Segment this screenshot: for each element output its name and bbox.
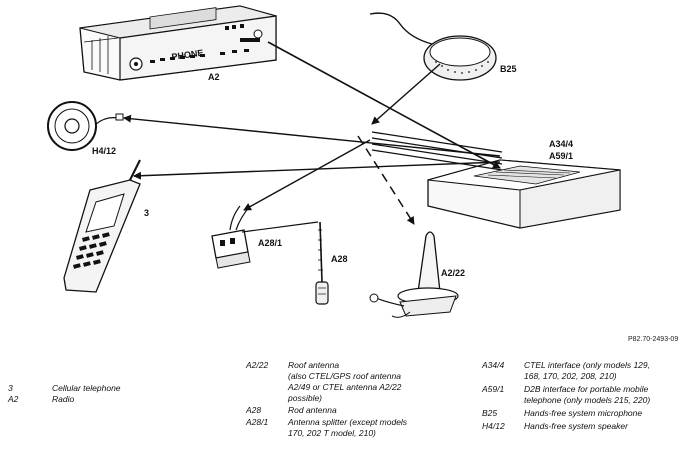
label-b25: B25 (500, 64, 517, 74)
label-a2-22: A2/22 (441, 268, 465, 278)
microphone (369, 12, 497, 81)
legend-item: B25 Hands-free system microphone (482, 408, 694, 419)
cellular-telephone (63, 159, 141, 293)
legend-desc: Antenna splitter (except models 170, 202… (288, 417, 408, 438)
legend-item: 3 Cellular telephone (8, 383, 228, 394)
legend-code: H4/12 (482, 421, 505, 431)
label-a59-1: A59/1 (549, 151, 573, 161)
label-a28-1: A28/1 (258, 238, 282, 248)
legend-desc: Hands-free system speaker (524, 421, 628, 431)
legend-code: A2 (8, 394, 19, 404)
legend-code: B25 (482, 408, 498, 418)
legend-desc: Radio (52, 394, 75, 404)
legend-desc: Roof antenna (also CTEL/GPS roof antenna… (288, 360, 402, 403)
legend-code: A2/22 (246, 360, 269, 370)
roof-antenna (369, 231, 459, 318)
legend-col-3: A34/4 CTEL interface (only models 129, 1… (482, 360, 694, 432)
legend-item: A2 Radio (8, 394, 228, 405)
radio-phone-text: PHONE (171, 48, 204, 62)
legend-item: A59/1 D2B interface for portable mobile … (482, 384, 694, 406)
reference-code: P82.70-2493-09 (628, 336, 679, 343)
legend-item: H4/12 Hands-free system speaker (482, 421, 694, 432)
label-a28: A28 (331, 254, 348, 264)
legend-code: 3 (8, 383, 13, 393)
legend-desc: Rod antenna (288, 405, 337, 415)
legend-desc: Cellular telephone (52, 383, 121, 393)
legend-desc: CTEL interface (only models 129, 168, 17… (524, 360, 650, 381)
legend-desc: Hands-free system microphone (524, 408, 643, 418)
legend-desc: D2B interface for portable mobile teleph… (524, 384, 651, 405)
radio-unit: PHONE (79, 5, 277, 81)
legend-code: A59/1 (482, 384, 505, 394)
legend-code: A28/1 (246, 417, 269, 427)
legend-col-2: A2/22 Roof antenna (also CTEL/GPS roof a… (246, 360, 456, 439)
rod-antenna (315, 221, 329, 305)
legend-item: A28 Rod antenna (246, 405, 456, 416)
legend-item: A34/4 CTEL interface (only models 129, 1… (482, 360, 694, 382)
label-a2: A2 (208, 72, 220, 82)
label-phone-3: 3 (144, 208, 149, 218)
legend-item: A2/22 Roof antenna (also CTEL/GPS roof a… (246, 360, 456, 404)
interface-box (427, 159, 621, 229)
label-a34-4: A34/4 (549, 139, 573, 149)
legend-code: A28 (246, 405, 262, 415)
legend-item: A28/1 Antenna splitter (except models 17… (246, 417, 456, 439)
speaker (47, 101, 124, 151)
legend-col-1: 3 Cellular telephone A2 Radio (8, 383, 228, 405)
label-h4-12: H4/12 (92, 146, 116, 156)
wiring-harness (123, 41, 503, 233)
antenna-splitter (211, 205, 251, 269)
legend-code: A34/4 (482, 360, 505, 370)
